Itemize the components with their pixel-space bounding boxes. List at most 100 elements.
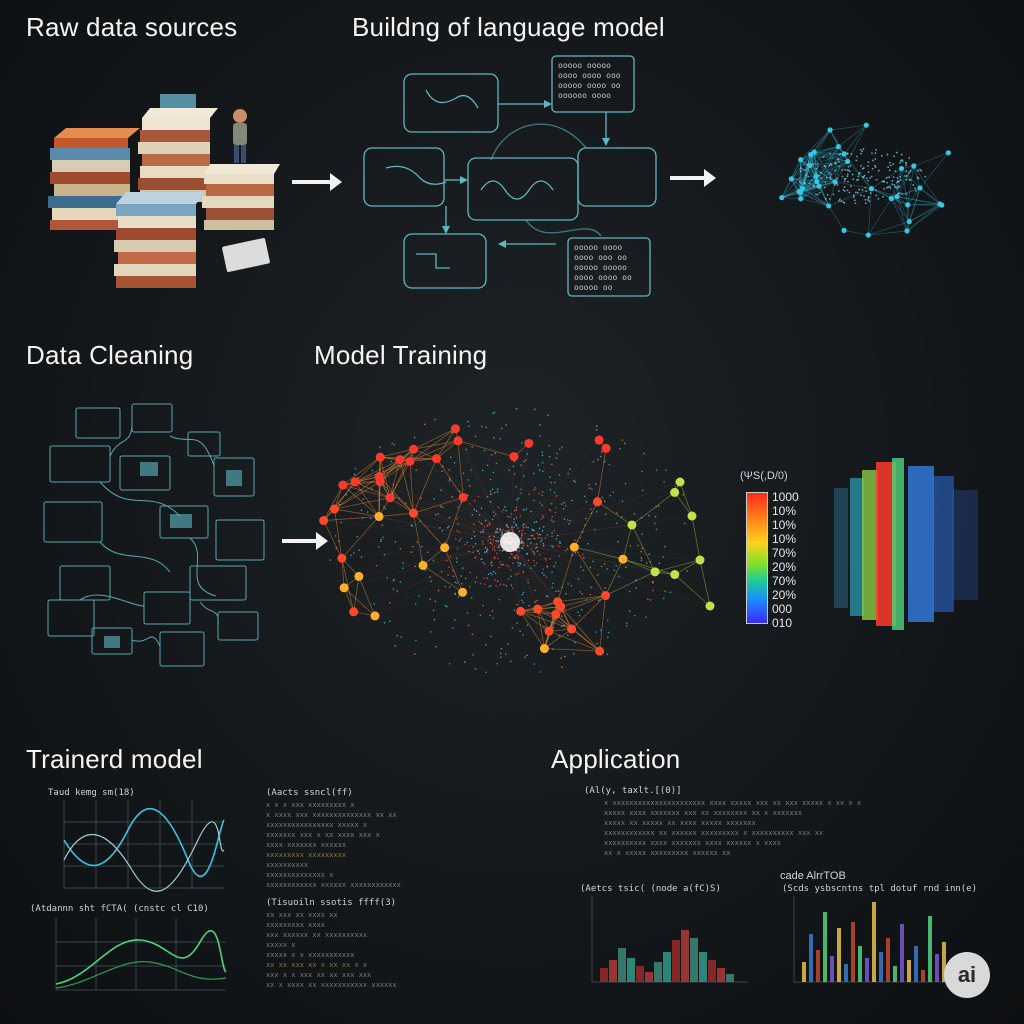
network-particle — [470, 596, 473, 599]
network-particle — [635, 579, 637, 581]
network-particle — [391, 442, 393, 445]
network-particle — [392, 483, 395, 486]
network-particle — [858, 188, 861, 191]
network-edge — [800, 159, 836, 183]
network-edge — [379, 461, 411, 483]
network-particle — [458, 539, 461, 542]
network-particle — [682, 493, 685, 496]
network-particle — [394, 644, 397, 647]
network-particle — [490, 635, 492, 638]
network-particle — [924, 175, 927, 178]
code-line: xxxxxxx xxx x xx xxxx xxx x — [266, 831, 380, 839]
network-edge — [413, 496, 464, 514]
network-edge — [509, 492, 675, 543]
network-edge — [844, 124, 867, 155]
network-particle — [905, 162, 908, 164]
network-particle — [867, 199, 869, 201]
network-node — [816, 183, 822, 189]
network-particle — [465, 448, 468, 451]
network-particle — [589, 566, 592, 569]
network-particle — [505, 509, 508, 512]
application-chart2-title: (Scds ysbscntns tpl dotuf rnd inn(e) — [782, 884, 978, 894]
network-particle — [467, 479, 469, 481]
chart-bar — [618, 948, 626, 982]
network-particle — [415, 469, 418, 471]
network-particle — [649, 560, 652, 563]
network-particle — [488, 585, 491, 588]
network-particle — [474, 557, 477, 559]
network-particle — [383, 506, 385, 508]
network-node — [319, 516, 329, 526]
network-particle — [493, 515, 496, 517]
network-particle — [868, 195, 870, 198]
network-node — [841, 151, 847, 157]
network-particle — [860, 194, 862, 197]
network-particle — [487, 540, 489, 542]
network-edge — [800, 153, 845, 161]
network-particle — [920, 169, 923, 172]
network-particle — [534, 487, 537, 489]
arrow-right-icon — [670, 169, 716, 187]
network-particle — [841, 175, 844, 178]
network-edge — [457, 440, 515, 457]
network-particle — [589, 508, 592, 510]
network-particle — [594, 483, 597, 485]
network-particle — [855, 159, 858, 162]
network-node — [868, 186, 875, 192]
network-particle — [606, 653, 609, 656]
network-edge — [654, 559, 701, 573]
network-particle — [560, 615, 563, 617]
network-particle — [559, 542, 561, 545]
legend-tick: 000 — [772, 602, 793, 616]
network-edge — [380, 481, 511, 543]
network-particle — [532, 534, 534, 537]
network-edge — [509, 541, 561, 607]
network-particle — [574, 539, 576, 542]
network-particle — [451, 431, 453, 434]
network-edge — [891, 198, 908, 206]
network-particle — [862, 148, 865, 150]
network-particle — [808, 182, 811, 185]
heading-data-cleaning: Data Cleaning — [26, 340, 194, 370]
network-particle — [548, 508, 551, 511]
network-particle — [520, 537, 523, 539]
network-particle — [437, 513, 439, 515]
network-particle — [865, 177, 868, 180]
network-particle — [871, 152, 873, 155]
network-particle — [799, 167, 802, 170]
network-particle — [456, 548, 459, 550]
network-particle — [895, 186, 898, 189]
network-particle — [823, 165, 826, 167]
network-particle — [858, 171, 861, 174]
application-code-block: x xxxxxxxxxxxxxxxxxxxxxx xxxx xxxxx xxx … — [604, 798, 984, 858]
arrow-right-icon — [292, 173, 342, 191]
network-particle — [499, 438, 502, 440]
application-chart1-title: (Aetcs tsic( (node a(fC)S) — [580, 884, 721, 894]
network-particle — [572, 653, 575, 655]
network-particle — [507, 565, 510, 568]
network-edge — [548, 630, 600, 652]
network-node — [569, 542, 579, 552]
network-particle — [345, 494, 348, 496]
network-particle — [565, 592, 567, 595]
book-stack-icon — [48, 128, 140, 230]
network-particle — [551, 515, 554, 518]
network-particle — [860, 164, 862, 167]
network-particle — [552, 648, 554, 650]
network-particle — [640, 516, 643, 519]
network-edge — [868, 221, 910, 236]
network-particle — [875, 149, 878, 151]
network-particle — [587, 542, 589, 545]
network-edge — [509, 541, 656, 573]
network-edge — [379, 481, 414, 514]
network-particle — [515, 486, 518, 488]
network-particle — [561, 666, 563, 668]
network-particle — [501, 511, 503, 513]
network-edge — [378, 457, 381, 517]
network-particle — [515, 517, 518, 519]
network-edge — [378, 461, 411, 477]
network-particle — [435, 645, 437, 648]
network-particle — [891, 183, 893, 186]
network-particle — [624, 566, 627, 568]
network-particle — [478, 552, 481, 555]
